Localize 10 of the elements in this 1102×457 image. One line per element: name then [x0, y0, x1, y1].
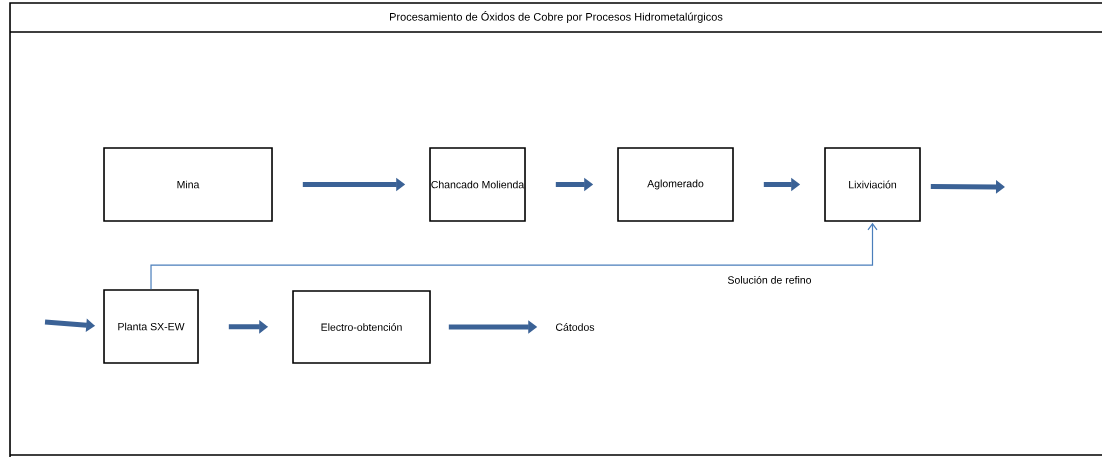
process-box: Planta SX-EW: [103, 289, 199, 364]
return-arrow: [150, 222, 878, 290]
process-box: Electro-obtención: [292, 290, 431, 364]
process-box: Lixiviación: [824, 147, 921, 222]
process-box: Mina: [103, 147, 273, 222]
edge-label: Solución de refino: [727, 275, 812, 284]
process-box: Chancado Molienda: [429, 147, 526, 222]
process-box: Aglomerado: [617, 147, 734, 222]
output-label: Cátodos: [556, 323, 595, 331]
title: Procesamiento de Óxidos de Cobre por Procesos Hidrometalúrgicos: [390, 11, 723, 23]
